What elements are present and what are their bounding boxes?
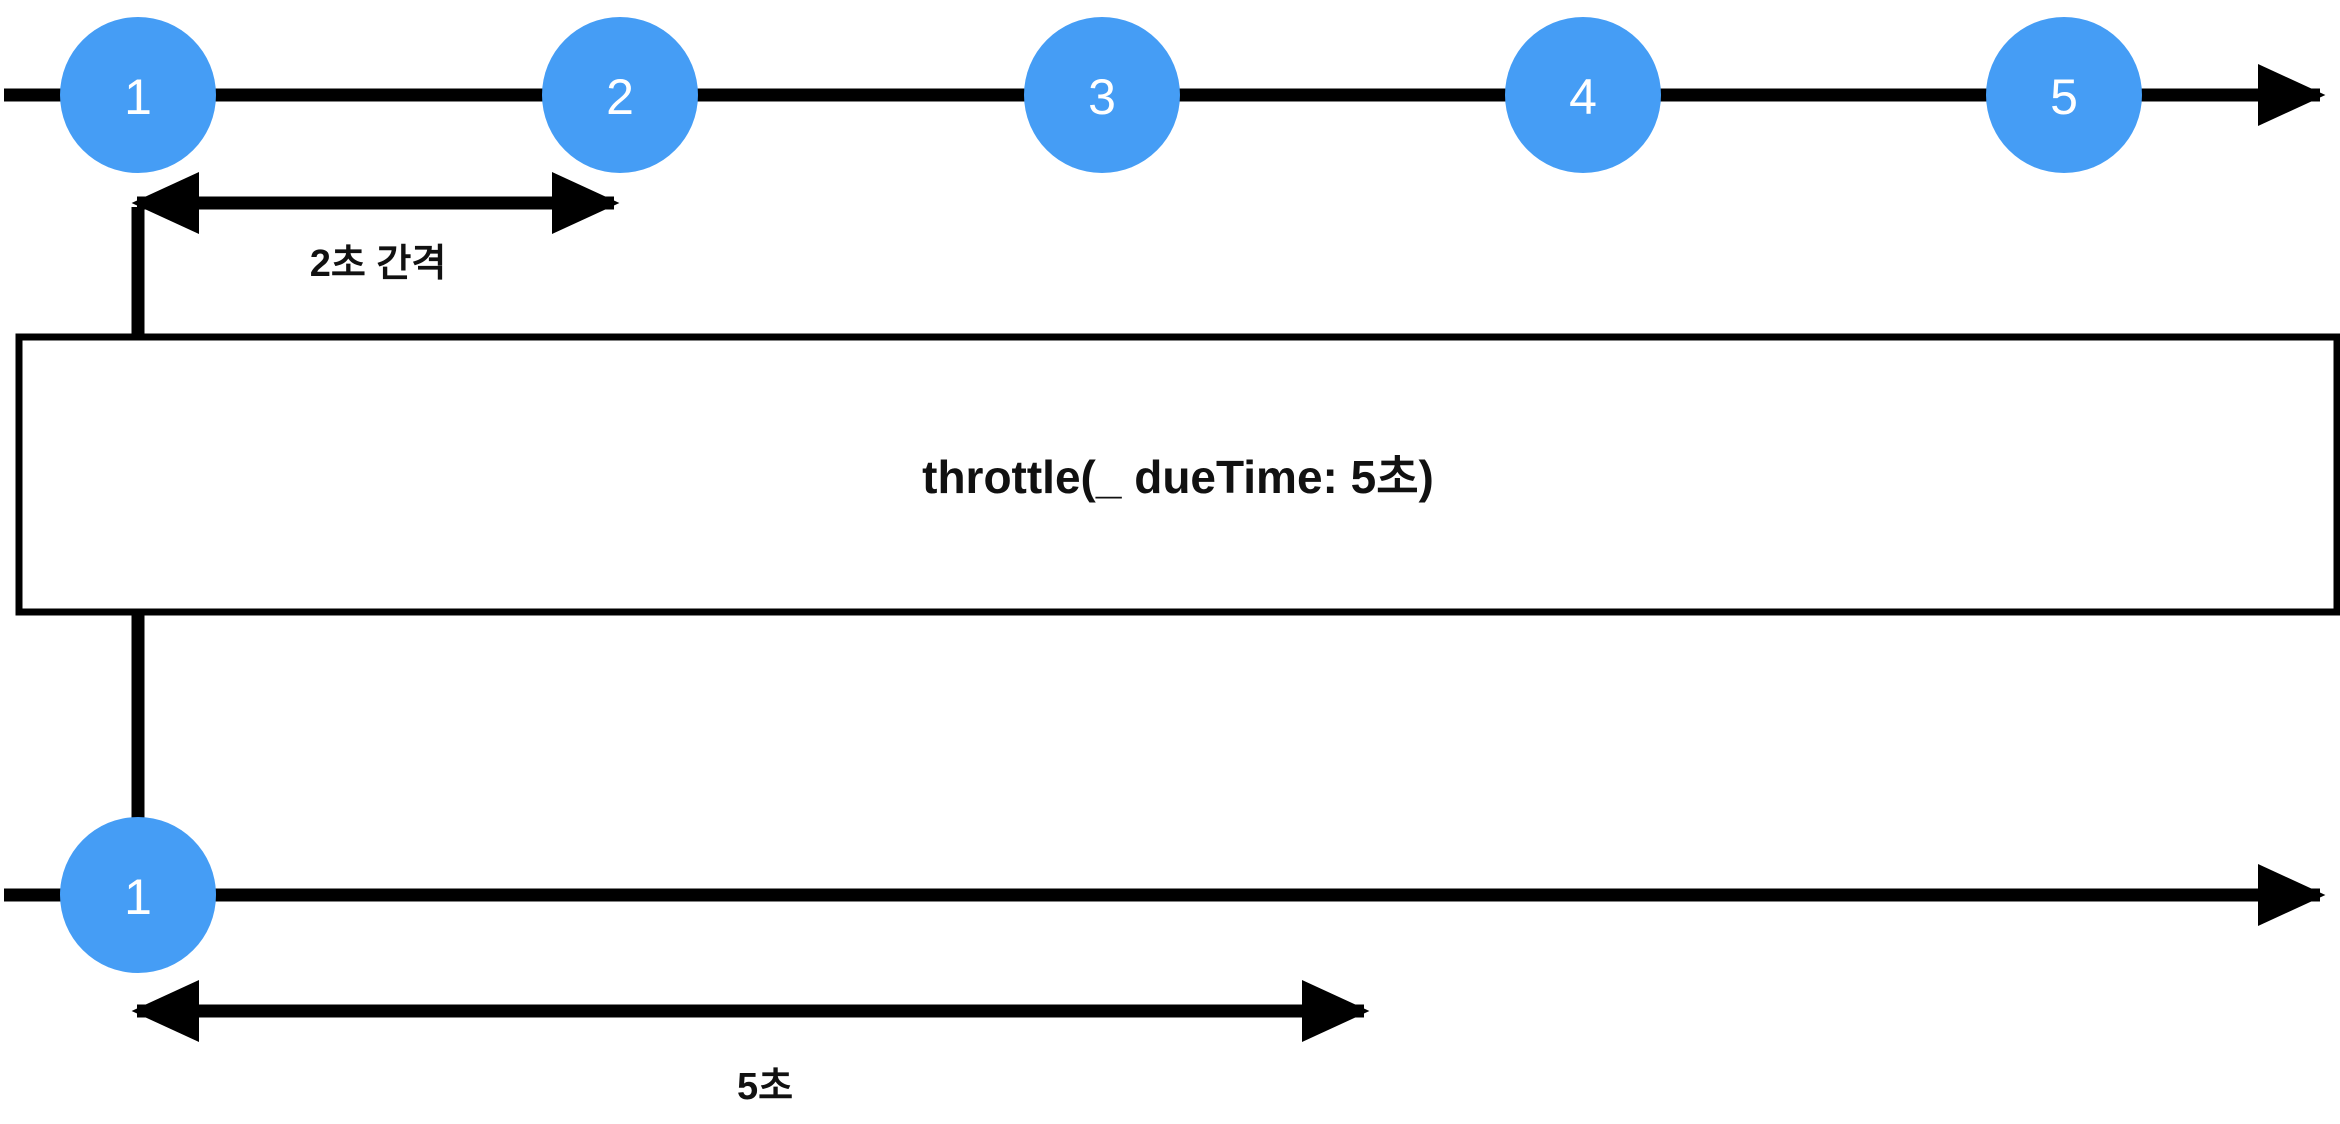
marble-circle[interactable] (1986, 17, 2142, 173)
marble-label: 2 (606, 69, 634, 125)
marble-label: 5 (2050, 69, 2078, 125)
source-timeline-group: 1 2 3 4 5 (4, 17, 2326, 173)
duration-measure-group: 5초 (131, 979, 1370, 1108)
marble-circle[interactable] (1505, 17, 1661, 173)
operator-box-group[interactable]: throttle(_ dueTime: 5초) (15, 333, 2340, 616)
output-marble-1[interactable]: 1 (60, 817, 216, 973)
marble-circle[interactable] (1024, 17, 1180, 173)
marble-label: 4 (1569, 69, 1597, 125)
operator-box[interactable] (15, 333, 2340, 616)
marble-label: 1 (124, 869, 152, 925)
source-marble-1[interactable]: 1 (60, 17, 216, 173)
interval-measure-label: 2초 간격 (310, 243, 447, 285)
duration-measure-label: 5초 (737, 1066, 793, 1108)
marble-circle[interactable] (60, 817, 216, 973)
marble-circle[interactable] (60, 17, 216, 173)
source-marble-2[interactable]: 2 (542, 17, 698, 173)
marble-label: 1 (124, 69, 152, 125)
marble-label: 3 (1088, 69, 1116, 125)
output-timeline-group: 1 (4, 817, 2326, 973)
marble-circle[interactable] (542, 17, 698, 173)
interval-measure-group: 2초 간격 (131, 171, 620, 285)
source-marble-3[interactable]: 3 (1024, 17, 1180, 173)
operator-label: throttle(_ dueTime: 5초) (922, 451, 1434, 503)
source-marble-5[interactable]: 5 (1986, 17, 2142, 173)
source-marble-4[interactable]: 4 (1505, 17, 1661, 173)
